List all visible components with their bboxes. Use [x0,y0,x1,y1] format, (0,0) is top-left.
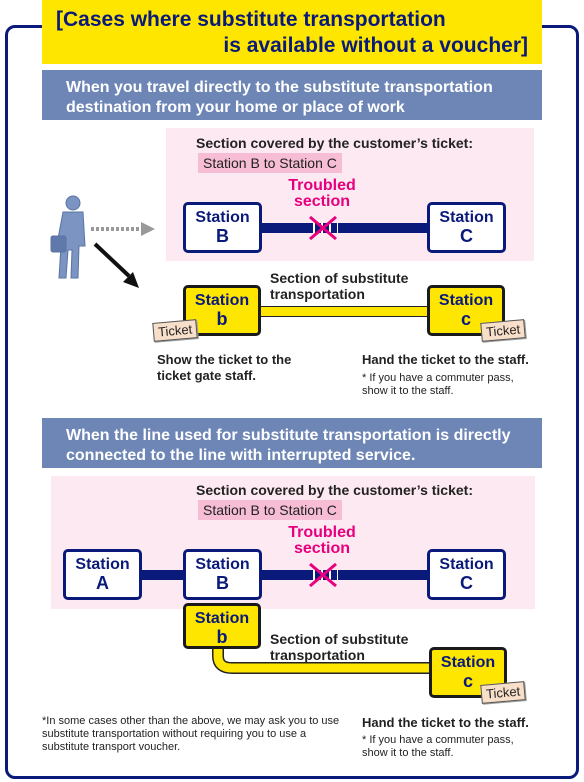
station-letter: C [460,573,473,593]
section2-covered-label: Section covered by the customer’s ticket… [196,482,473,498]
rail-segment [338,223,430,233]
ticket-icon: Ticket [152,319,198,342]
section2-right-note: * If you have a commuter pass, show it t… [362,734,514,759]
title-line-1: [Cases where substitute transportation [56,8,446,31]
rail-segment [261,570,307,580]
substitute-route [212,640,431,674]
section2-right-instruction: Hand the ticket to the staff. [362,715,529,730]
station-letter: C [460,226,473,246]
station-label: Station [75,556,130,573]
person-walking-icon [50,195,155,288]
station-A: Station A [63,549,142,600]
cross-mark-icon [309,215,337,241]
station-label: Station [439,209,494,226]
title-line-2: is available without a voucher] [223,34,528,57]
station-letter: c [462,671,473,691]
station-b: Station b [183,603,261,649]
station-c: Station c [427,285,505,336]
station-letter: B [216,573,229,593]
ticket-icon: Ticket [480,681,526,704]
station-label: Station [440,654,496,671]
section1-right-instruction: Hand the ticket to the staff. [362,352,529,367]
station-letter: c [460,309,471,329]
ticket-icon: Ticket [480,319,526,342]
section2-substitute-label: Section of substitute transportation [270,631,409,663]
substitute-route [258,306,432,317]
station-label: Station [194,292,250,309]
station-B: Station B [183,202,262,253]
station-b: Station b [183,285,261,336]
rail-segment [261,223,307,233]
section1-covered-label: Section covered by the customer’s ticket… [196,135,473,151]
rail-segment [338,570,430,580]
section1-left-instruction: Show the ticket to the ticket gate staff… [157,352,292,383]
station-letter: b [216,627,228,647]
section2-heading: When the line used for substitute transp… [42,418,542,468]
section1-covered-range: Station B to Station C [198,153,342,173]
station-C: Station C [427,202,506,253]
section2-footnote: *In some cases other than the above, we … [42,715,340,753]
section1-heading: When you travel directly to the substitu… [42,70,542,120]
section1-troubled-label: Troubled section [288,177,356,210]
diagonal-arrow-icon [123,272,139,288]
section1-right-note: * If you have a commuter pass, show it t… [362,372,514,397]
cross-mark-icon [309,562,337,588]
rail-segment [140,570,186,580]
section2-covered-range: Station B to Station C [198,500,342,520]
station-label: Station [439,556,494,573]
station-label: Station [195,209,250,226]
station-letter: A [96,573,109,593]
section2-troubled-label: Troubled section [288,524,356,557]
station-letter: b [216,309,228,329]
station-letter: B [216,226,229,246]
station-label: Station [195,556,250,573]
station-C: Station C [427,549,506,600]
page-title: [Cases where substitute transportation i… [42,0,542,64]
station-label: Station [194,610,250,627]
section1-substitute-label: Section of substitute transportation [270,270,409,302]
station-label: Station [438,292,494,309]
station-B: Station B [183,549,262,600]
